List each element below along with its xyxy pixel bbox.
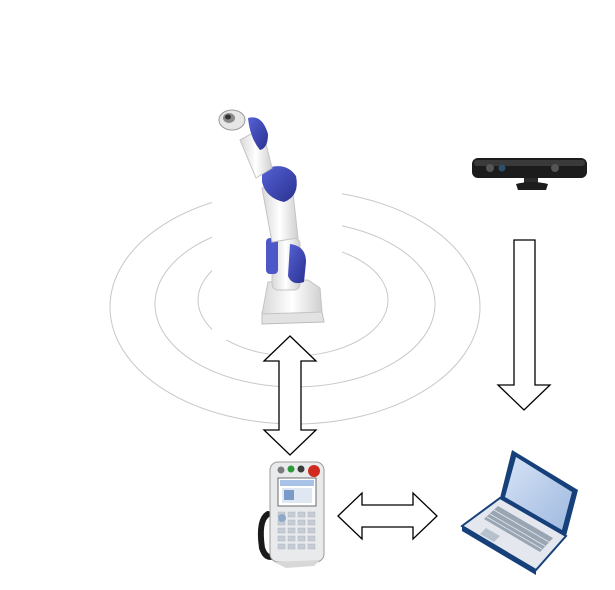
teach-pendant [257,461,325,568]
arrow-robot-pendant [262,335,318,456]
arrow-pendant-laptop [337,491,438,541]
laptop [460,450,578,575]
depth-sensor [472,158,587,190]
arrow-sensor-to-laptop [496,239,552,411]
robot-arm [212,109,342,340]
